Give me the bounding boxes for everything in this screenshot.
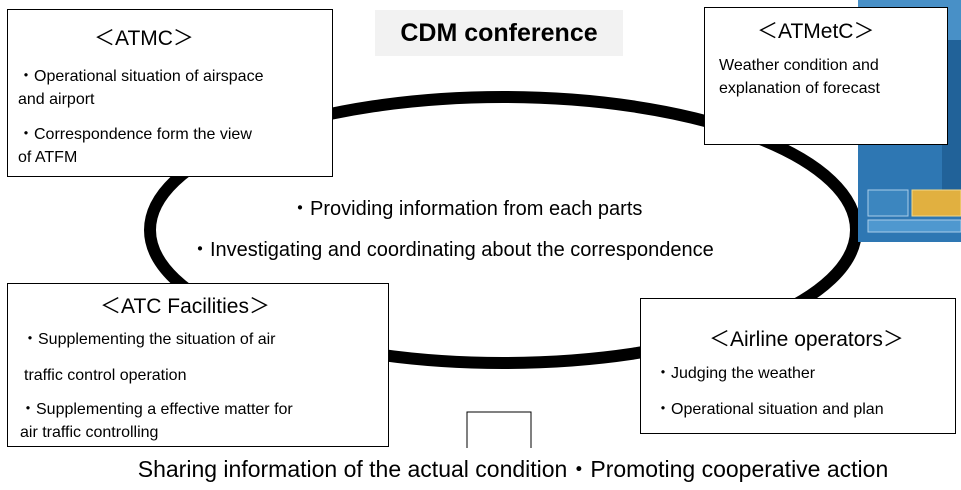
atmetc-line: Weather condition and xyxy=(719,57,879,74)
page-title: CDM conference xyxy=(400,19,598,47)
center-text-investigating: ・Investigating and coordinating about th… xyxy=(190,239,714,261)
atc-facilities-box: ＜ATC Facilities＞ ・Supplementing the situ… xyxy=(7,283,389,447)
atmetc-line: explanation of forecast xyxy=(719,80,880,97)
bottom-banner: Sharing information of the actual condit… xyxy=(118,448,908,485)
atmetc-box: ＜ATMetC＞ Weather condition and explanati… xyxy=(704,7,948,145)
atc-heading: ＜ATC Facilities＞ xyxy=(100,295,270,318)
atmc-line: ・Correspondence form the view xyxy=(18,126,252,143)
atc-line: air traffic controlling xyxy=(20,424,159,441)
atc-line: ・Supplementing a effective matter for xyxy=(20,401,293,418)
atmetc-heading: ＜ATMetC＞ xyxy=(757,20,875,43)
atmc-box: ＜ATMC＞ ・Operational situation of airspac… xyxy=(7,9,333,177)
airline-line: ・Operational situation and plan xyxy=(655,401,884,418)
connector-square xyxy=(466,411,532,453)
title-box: CDM conference xyxy=(375,10,623,56)
atmc-line: and airport xyxy=(18,91,95,108)
atmc-line: of ATFM xyxy=(18,149,78,166)
airline-heading: ＜Airline operators＞ xyxy=(709,328,904,351)
atmc-heading: ＜ATMC＞ xyxy=(94,27,194,50)
atc-line: ・Supplementing the situation of air xyxy=(22,331,276,348)
atc-line: traffic control operation xyxy=(24,367,187,384)
atmc-line: ・Operational situation of airspace xyxy=(18,68,264,85)
center-text-providing: ・Providing information from each parts xyxy=(290,198,643,220)
airline-line: ・Judging the weather xyxy=(655,365,816,382)
conference-ellipse xyxy=(144,91,862,369)
airline-operators-box: ＜Airline operators＞ ・Judging the weather… xyxy=(640,298,956,434)
